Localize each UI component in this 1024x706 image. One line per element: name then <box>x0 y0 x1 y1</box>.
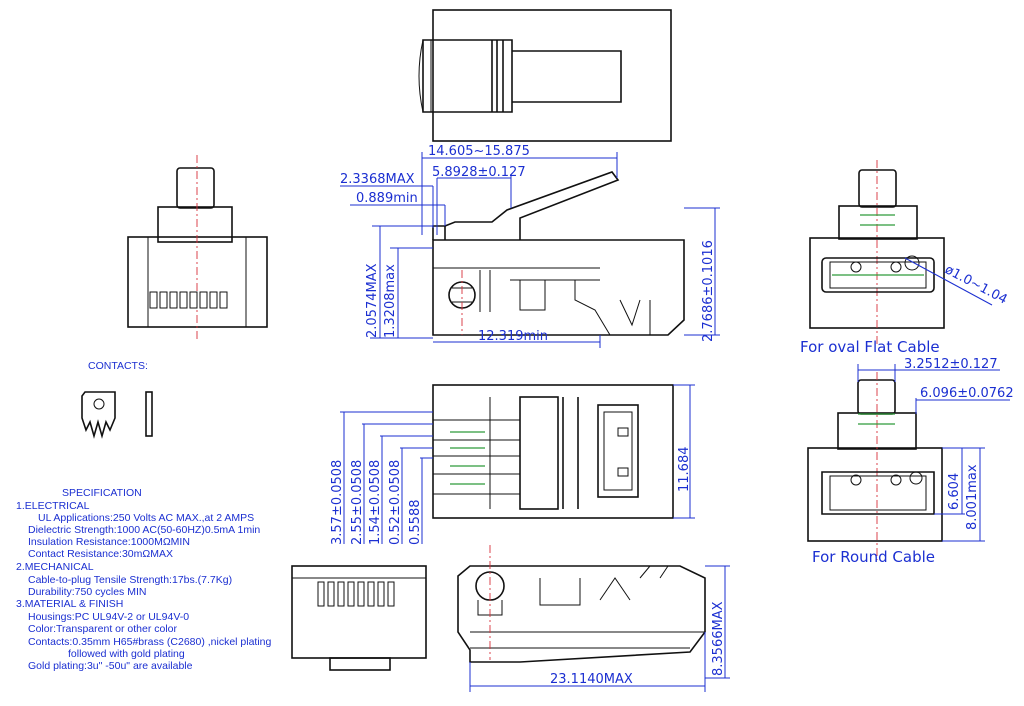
contacts-title: CONTACTS: <box>88 360 148 372</box>
spec-line: Contacts:0.35mm H65#brass (C2680) ,nicke… <box>28 636 272 648</box>
dim-round-top-width: 3.2512±0.127 <box>904 357 998 372</box>
spec-line: UL Applications:250 Volts AC MAX.,at 2 A… <box>38 512 255 524</box>
dim-round-inner: 6.604 <box>947 473 962 510</box>
round-cable-view <box>807 372 943 560</box>
spec-line: Gold plating:3u" -50u" are available <box>28 660 193 672</box>
front-contact-slots <box>149 291 228 309</box>
rear-contact-slots <box>317 581 395 607</box>
side-view <box>432 171 685 336</box>
spec-line: 2.MECHANICAL <box>16 561 94 573</box>
side-view-dimensions <box>340 152 720 348</box>
dim-tab-offset: 5.8928±0.127 <box>432 165 526 180</box>
spec-line: Housings:PC UL94V-2 or UL94V-0 <box>28 611 190 623</box>
dim-pitch-a: 3.57±0.0508 <box>330 460 345 545</box>
spec-line: Insulation Resistance:1000MΩMIN <box>28 536 190 548</box>
plan-view-dimensions <box>340 384 695 544</box>
dim-bottom-length: 12.319min <box>478 329 548 344</box>
bottom-side-view <box>457 545 706 663</box>
dim-contact-depth: 1.3208max <box>383 264 398 338</box>
dim-bore: ø1.0~1.04 <box>942 262 1009 307</box>
dim-pitch-b: 2.55±0.0508 <box>350 460 365 545</box>
spec-line: 1.ELECTRICAL <box>16 500 90 512</box>
dim-side-height: 2.7686±0.1016 <box>701 240 716 342</box>
dim-pitch-d: 0.52±0.0508 <box>388 460 403 545</box>
spec-line: Dielectric Strength:1000 AC(50-60HZ)0.5m… <box>28 524 261 536</box>
dim-total-length: 23.1140MAX <box>550 672 633 687</box>
dim-pitch-c: 1.54±0.0508 <box>368 460 383 545</box>
front-view <box>127 155 268 340</box>
caption-round: For Round Cable <box>812 548 935 566</box>
spec-line: Contact Resistance:30mΩMAX <box>28 548 173 560</box>
spec-line: Cable-to-plug Tensile Strength:17bs.(7.7… <box>28 574 233 586</box>
contact-detail <box>81 391 153 439</box>
dim-pitch-e: 0.5588 <box>408 500 423 546</box>
spec-line: Color:Transparent or other color <box>28 623 178 635</box>
spec-line: 3.MATERIAL & FINISH <box>16 598 124 610</box>
dim-body-width: 11.684 <box>677 447 692 493</box>
oval-cable-view <box>809 160 993 345</box>
round-cable-dimensions <box>857 364 1010 542</box>
dim-contact-height: 2.0574MAX <box>365 263 380 338</box>
spec-line: followed with gold plating <box>68 648 185 660</box>
spec-line: Durability:750 cycles MIN <box>28 586 147 598</box>
dim-max-height: 2.3368MAX <box>340 172 415 187</box>
dim-top-length: 14.605~15.875 <box>428 144 530 159</box>
top-view <box>418 9 672 142</box>
plan-contact-lines <box>433 419 520 495</box>
dim-round-neck-width: 6.096±0.0762 <box>920 386 1014 401</box>
spec-title: SPECIFICATION <box>62 487 142 499</box>
dim-total-height: 8.3566MAX <box>711 601 726 676</box>
dim-round-outer: 8.001max <box>965 464 980 530</box>
caption-oval: For oval Flat Cable <box>800 338 940 356</box>
rear-view <box>291 565 427 671</box>
plan-view <box>432 384 674 519</box>
bottom-side-dimensions <box>469 565 730 692</box>
dim-min-step: 0.889min <box>356 191 418 206</box>
